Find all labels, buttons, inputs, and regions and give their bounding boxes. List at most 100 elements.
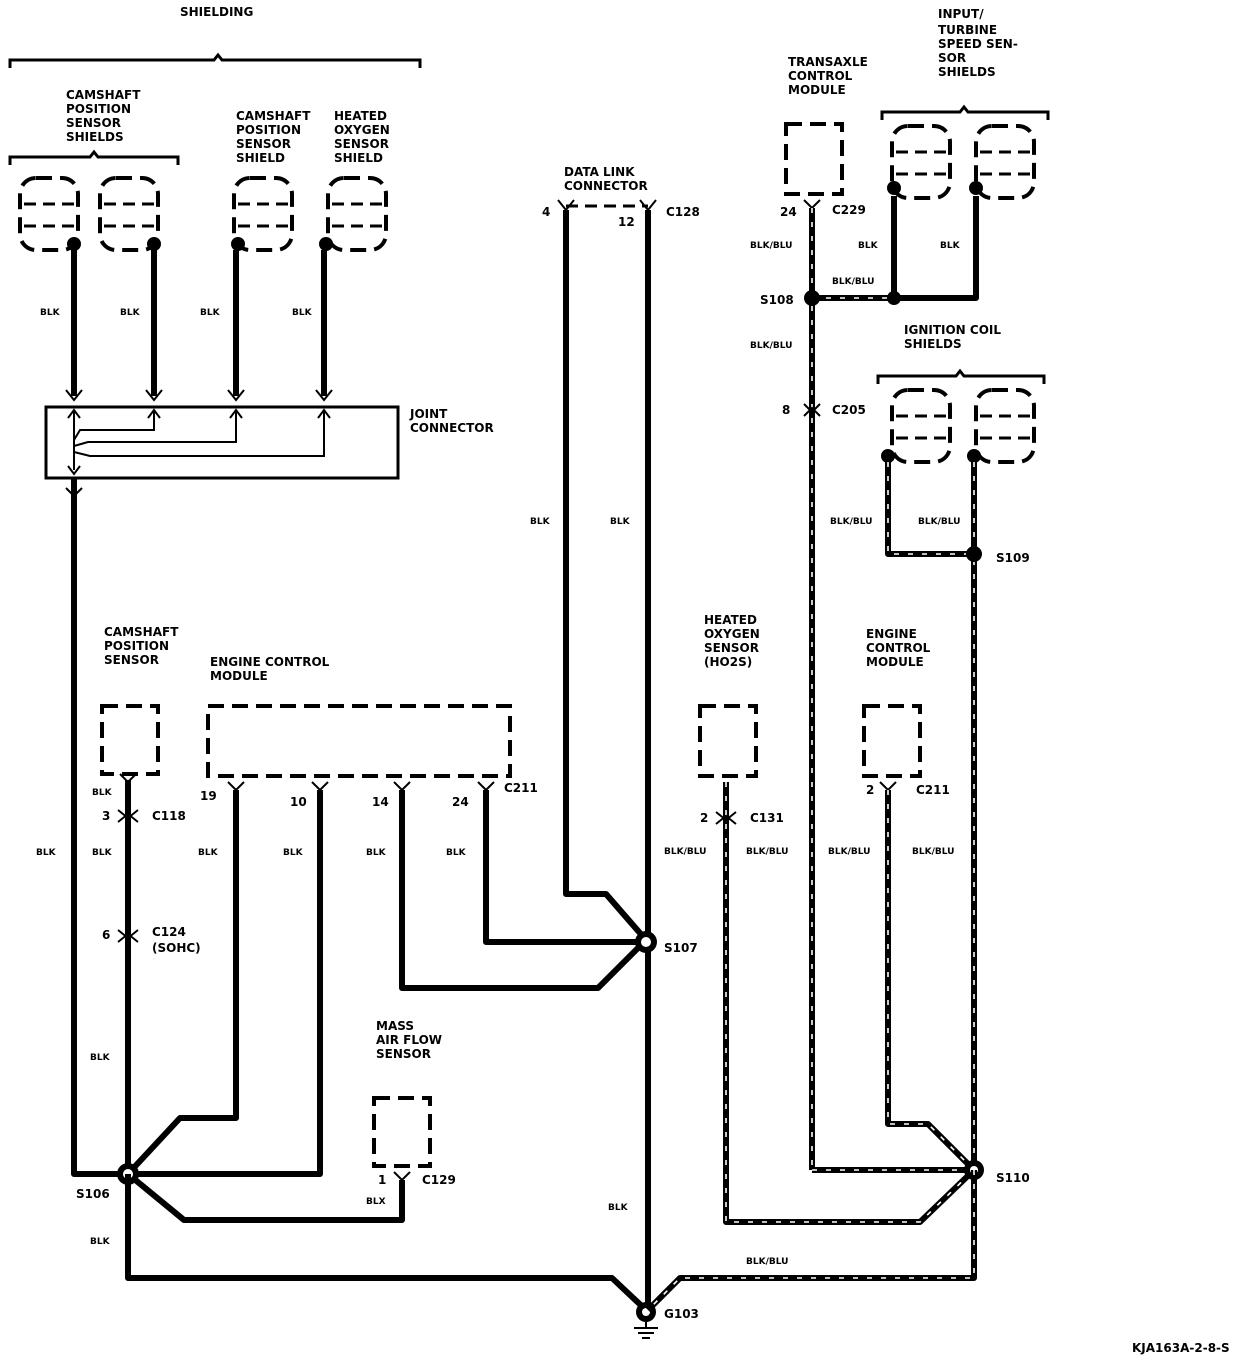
shield-cylinder-its-2 <box>969 124 1036 200</box>
pin-dlc-4: 4 <box>542 205 550 219</box>
its-shields-label-4: SOR <box>938 51 966 65</box>
wire-label-blkblu-s108-down: BLK/BLU <box>750 341 792 351</box>
pin-dlc-12: 12 <box>618 215 635 229</box>
cps-shields-label-2: POSITION <box>66 102 131 116</box>
tcm-label-1: TRANSAXLE <box>788 55 868 69</box>
diagram-id: KJA163A-2-8-S <box>1132 1341 1230 1355</box>
right-top-group: TRANSAXLE CONTROL MODULE 24 C229 INPUT/ … <box>750 7 1050 1170</box>
wire-label-blkblu-ic1: BLK/BLU <box>830 517 872 527</box>
connector-c205: C205 <box>832 403 866 417</box>
connector-c124-note: (SOHC) <box>152 941 201 955</box>
shield-cylinder-ic-1 <box>881 388 952 464</box>
ecm-right-label-3: MODULE <box>866 655 924 669</box>
shield-cylinder-1 <box>18 176 81 252</box>
wire-label-blkblu-c205: BLK/BLU <box>746 847 788 857</box>
wire-label-blx-maf: BLX <box>366 1197 386 1207</box>
wire-label-blk-ecm24: BLK <box>446 848 467 858</box>
wire-label-blk-ecm14: BLK <box>366 848 387 858</box>
pin-ho2s-2: 2 <box>700 811 708 825</box>
ho2s-label-2: OXYGEN <box>704 627 760 641</box>
ho2s-label-4: (HO2S) <box>704 655 752 669</box>
tcm-label-3: MODULE <box>788 83 846 97</box>
wire-label-blk-cps: BLK <box>92 788 113 798</box>
cps-shield-label-4: SHIELD <box>236 151 285 165</box>
wire-label-blk-dlc12: BLK <box>610 517 631 527</box>
wire-label-blk-its1: BLK <box>858 241 879 251</box>
its-shields-brace <box>880 104 1050 120</box>
connector-c129: C129 <box>422 1173 456 1187</box>
wire-label-blkblu-s110: BLK/BLU <box>746 1257 788 1267</box>
ecm-left-label-1: ENGINE CONTROL <box>210 655 330 669</box>
tcm-component-box <box>784 122 844 196</box>
ho2s-shield-label-4: SHIELD <box>334 151 383 165</box>
pin-maf-1: 1 <box>378 1173 386 1187</box>
cps-label-1: CAMSHAFT <box>104 625 179 639</box>
maf-component-box <box>372 1096 432 1168</box>
splice-s110-label: S110 <box>996 1171 1030 1185</box>
ecm-right-label-1: ENGINE <box>866 627 917 641</box>
cps-shield-label-1: CAMSHAFT <box>236 109 311 123</box>
shielding-label: SHIELDING <box>180 5 253 19</box>
shielding-group: SHIELDING CAMSHAFT POSITION SENSOR SHIEL… <box>8 5 422 165</box>
splice-s106-label: S106 <box>76 1187 110 1201</box>
maf-label-3: SENSOR <box>376 1047 431 1061</box>
pin-ecm-14: 14 <box>372 795 389 809</box>
ecm-left-label-2: MODULE <box>210 669 268 683</box>
shield-cylinder-4 <box>319 176 388 252</box>
splice-s109 <box>966 546 982 562</box>
pin-c205-8: 8 <box>782 403 790 417</box>
pin-ecm-24: 24 <box>452 795 469 809</box>
maf-label-2: AIR FLOW <box>376 1033 442 1047</box>
wire-label-blk-c118: BLK <box>92 848 113 858</box>
ecm-right-label-2: CONTROL <box>866 641 931 655</box>
tcm-label-2: CONTROL <box>788 69 853 83</box>
shield-cylinder-3 <box>231 176 294 252</box>
wire-label-blk-c124: BLK <box>90 1053 111 1063</box>
ic-shields-label-2: SHIELDS <box>904 337 962 351</box>
wire-label-blk-3: BLK <box>200 308 221 318</box>
wire-label-blkblu-ho2s: BLK/BLU <box>664 847 706 857</box>
pin-tcm-24: 24 <box>780 205 797 219</box>
wire-label-blk-ecm10: BLK <box>283 848 304 858</box>
ic-shields-brace <box>876 368 1046 384</box>
joint-connector-label-2: CONNECTOR <box>410 421 494 435</box>
dlc-label-2: CONNECTOR <box>564 179 648 193</box>
splice-s108-label: S108 <box>760 293 794 307</box>
ground-g103: G103 <box>634 1302 699 1339</box>
shield-cylinder-its-1 <box>887 124 952 200</box>
its-shields-label-1: INPUT/ <box>938 7 984 21</box>
ic-shields-label-1: IGNITION COIL <box>904 323 1001 337</box>
ground-g103-label: G103 <box>664 1307 699 1321</box>
ho2s-component-box <box>698 704 758 778</box>
connector-c211-right: C211 <box>916 783 950 797</box>
left-wires: BLK CAMSHAFT POSITION SENSOR BLK 3 C118 … <box>36 478 649 1313</box>
ho2s-shield-label-2: OXYGEN <box>334 123 390 137</box>
shield-wires-top-left: BLK BLK BLK BLK <box>40 250 333 402</box>
connector-c211-left: C211 <box>504 781 538 795</box>
wire-label-blkblu-ecm-right-2: BLK/BLU <box>912 847 954 857</box>
wire-label-blkblu-s108: BLK/BLU <box>832 277 874 287</box>
cps-label-2: POSITION <box>104 639 169 653</box>
ho2s-shield-label-3: SENSOR <box>334 137 389 151</box>
cps-label-3: SENSOR <box>104 653 159 667</box>
shield-cylinder-2 <box>98 176 161 252</box>
splice-s108 <box>804 290 820 306</box>
ho2s-label-1: HEATED <box>704 613 757 627</box>
splice-s109-label: S109 <box>996 551 1030 565</box>
cps-component-box <box>100 704 160 776</box>
joint-connector: JOINT CONNECTOR <box>44 405 494 480</box>
shield-cylinder-ic-2 <box>967 388 1036 464</box>
pin-ecm-19: 19 <box>200 789 217 803</box>
ecm-left-component-box <box>206 704 512 778</box>
wire-label-blkblu-ic2: BLK/BLU <box>918 517 960 527</box>
right-bottom-group: HEATED OXYGEN SENSOR (HO2S) 2 C131 BLK/B… <box>645 613 1030 1313</box>
dlc-label-1: DATA LINK <box>564 165 635 179</box>
its-shields-label-3: SPEED SEN- <box>938 37 1018 51</box>
wire-label-blk-s107: BLK <box>608 1203 629 1213</box>
its-shields-label-2: TURBINE <box>938 23 997 37</box>
maf-label-1: MASS <box>376 1019 414 1033</box>
wire-label-blkblu-ecm-right-1: BLK/BLU <box>828 847 870 857</box>
connector-c124: C124 <box>152 925 186 939</box>
pin-c124-6: 6 <box>102 928 110 942</box>
